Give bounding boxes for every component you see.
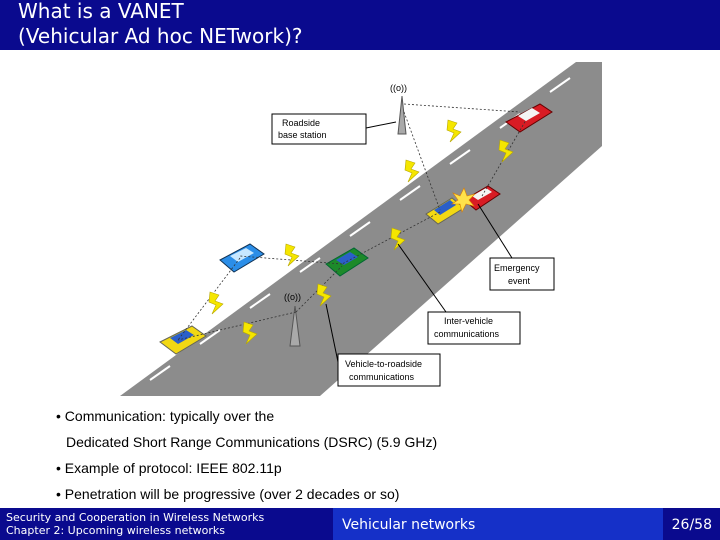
vehicle-to-roadside-callout: Vehicle-to-roadside communications: [325, 303, 441, 387]
svg-text:Vehicle-to-roadside: Vehicle-to-roadside: [345, 359, 422, 369]
slide-title-line-2: (Vehicular Ad hoc NETwork)?: [18, 24, 303, 48]
svg-text:base station: base station: [278, 130, 327, 140]
svg-text:((o)): ((o)): [390, 83, 407, 93]
svg-text:communications: communications: [349, 372, 415, 382]
green-car: [325, 247, 369, 277]
svg-text:communications: communications: [434, 329, 500, 339]
footer-course-title: Security and Cooperation in Wireless Net…: [6, 511, 265, 524]
footer-section-box: [333, 508, 663, 540]
roadside-antenna-top: ((o)): [390, 83, 407, 135]
svg-text:((o)): ((o)): [284, 292, 301, 302]
svg-text:Roadside: Roadside: [282, 118, 320, 128]
bullet-communication: • Communication: typically over the: [56, 408, 275, 424]
footer-section: Vehicular networks: [342, 517, 476, 533]
page-number: 26/58: [671, 517, 712, 533]
footer: Security and Cooperation in Wireless Net…: [0, 508, 720, 540]
bullet-protocol: • Example of protocol: IEEE 802.11p: [56, 460, 282, 476]
vanet-diagram: ((o)) ((o)) Roadside base station Emerge…: [120, 62, 602, 396]
red-car-crash: [463, 185, 501, 211]
red-car-top: [505, 103, 553, 133]
footer-chapter: Chapter 2: Upcoming wireless networks: [6, 524, 225, 537]
title-bar: What is a VANET (Vehicular Ad hoc NETwor…: [0, 0, 720, 50]
crash-burst: [451, 187, 476, 213]
inter-vehicle-callout: Inter-vehicle communications: [397, 243, 521, 345]
yellow-car: [159, 325, 207, 355]
bullet-penetration: • Penetration will be progressive (over …: [56, 486, 400, 502]
emergency-event-callout: Emergency event: [477, 203, 555, 291]
bullet-communication-continued: Dedicated Short Range Communications (DS…: [66, 434, 438, 450]
blue-car: [219, 243, 265, 273]
slide-title-line-1: What is a VANET: [18, 0, 184, 23]
footer-course: Security and Cooperation in Wireless Net…: [6, 511, 264, 537]
svg-text:Emergency: Emergency: [494, 263, 540, 273]
roadside-base-station-callout: Roadside base station: [271, 113, 397, 145]
svg-text:event: event: [508, 276, 531, 286]
svg-text:Inter-vehicle: Inter-vehicle: [444, 316, 493, 326]
roadside-antenna-bottom: ((o)): [284, 292, 301, 347]
